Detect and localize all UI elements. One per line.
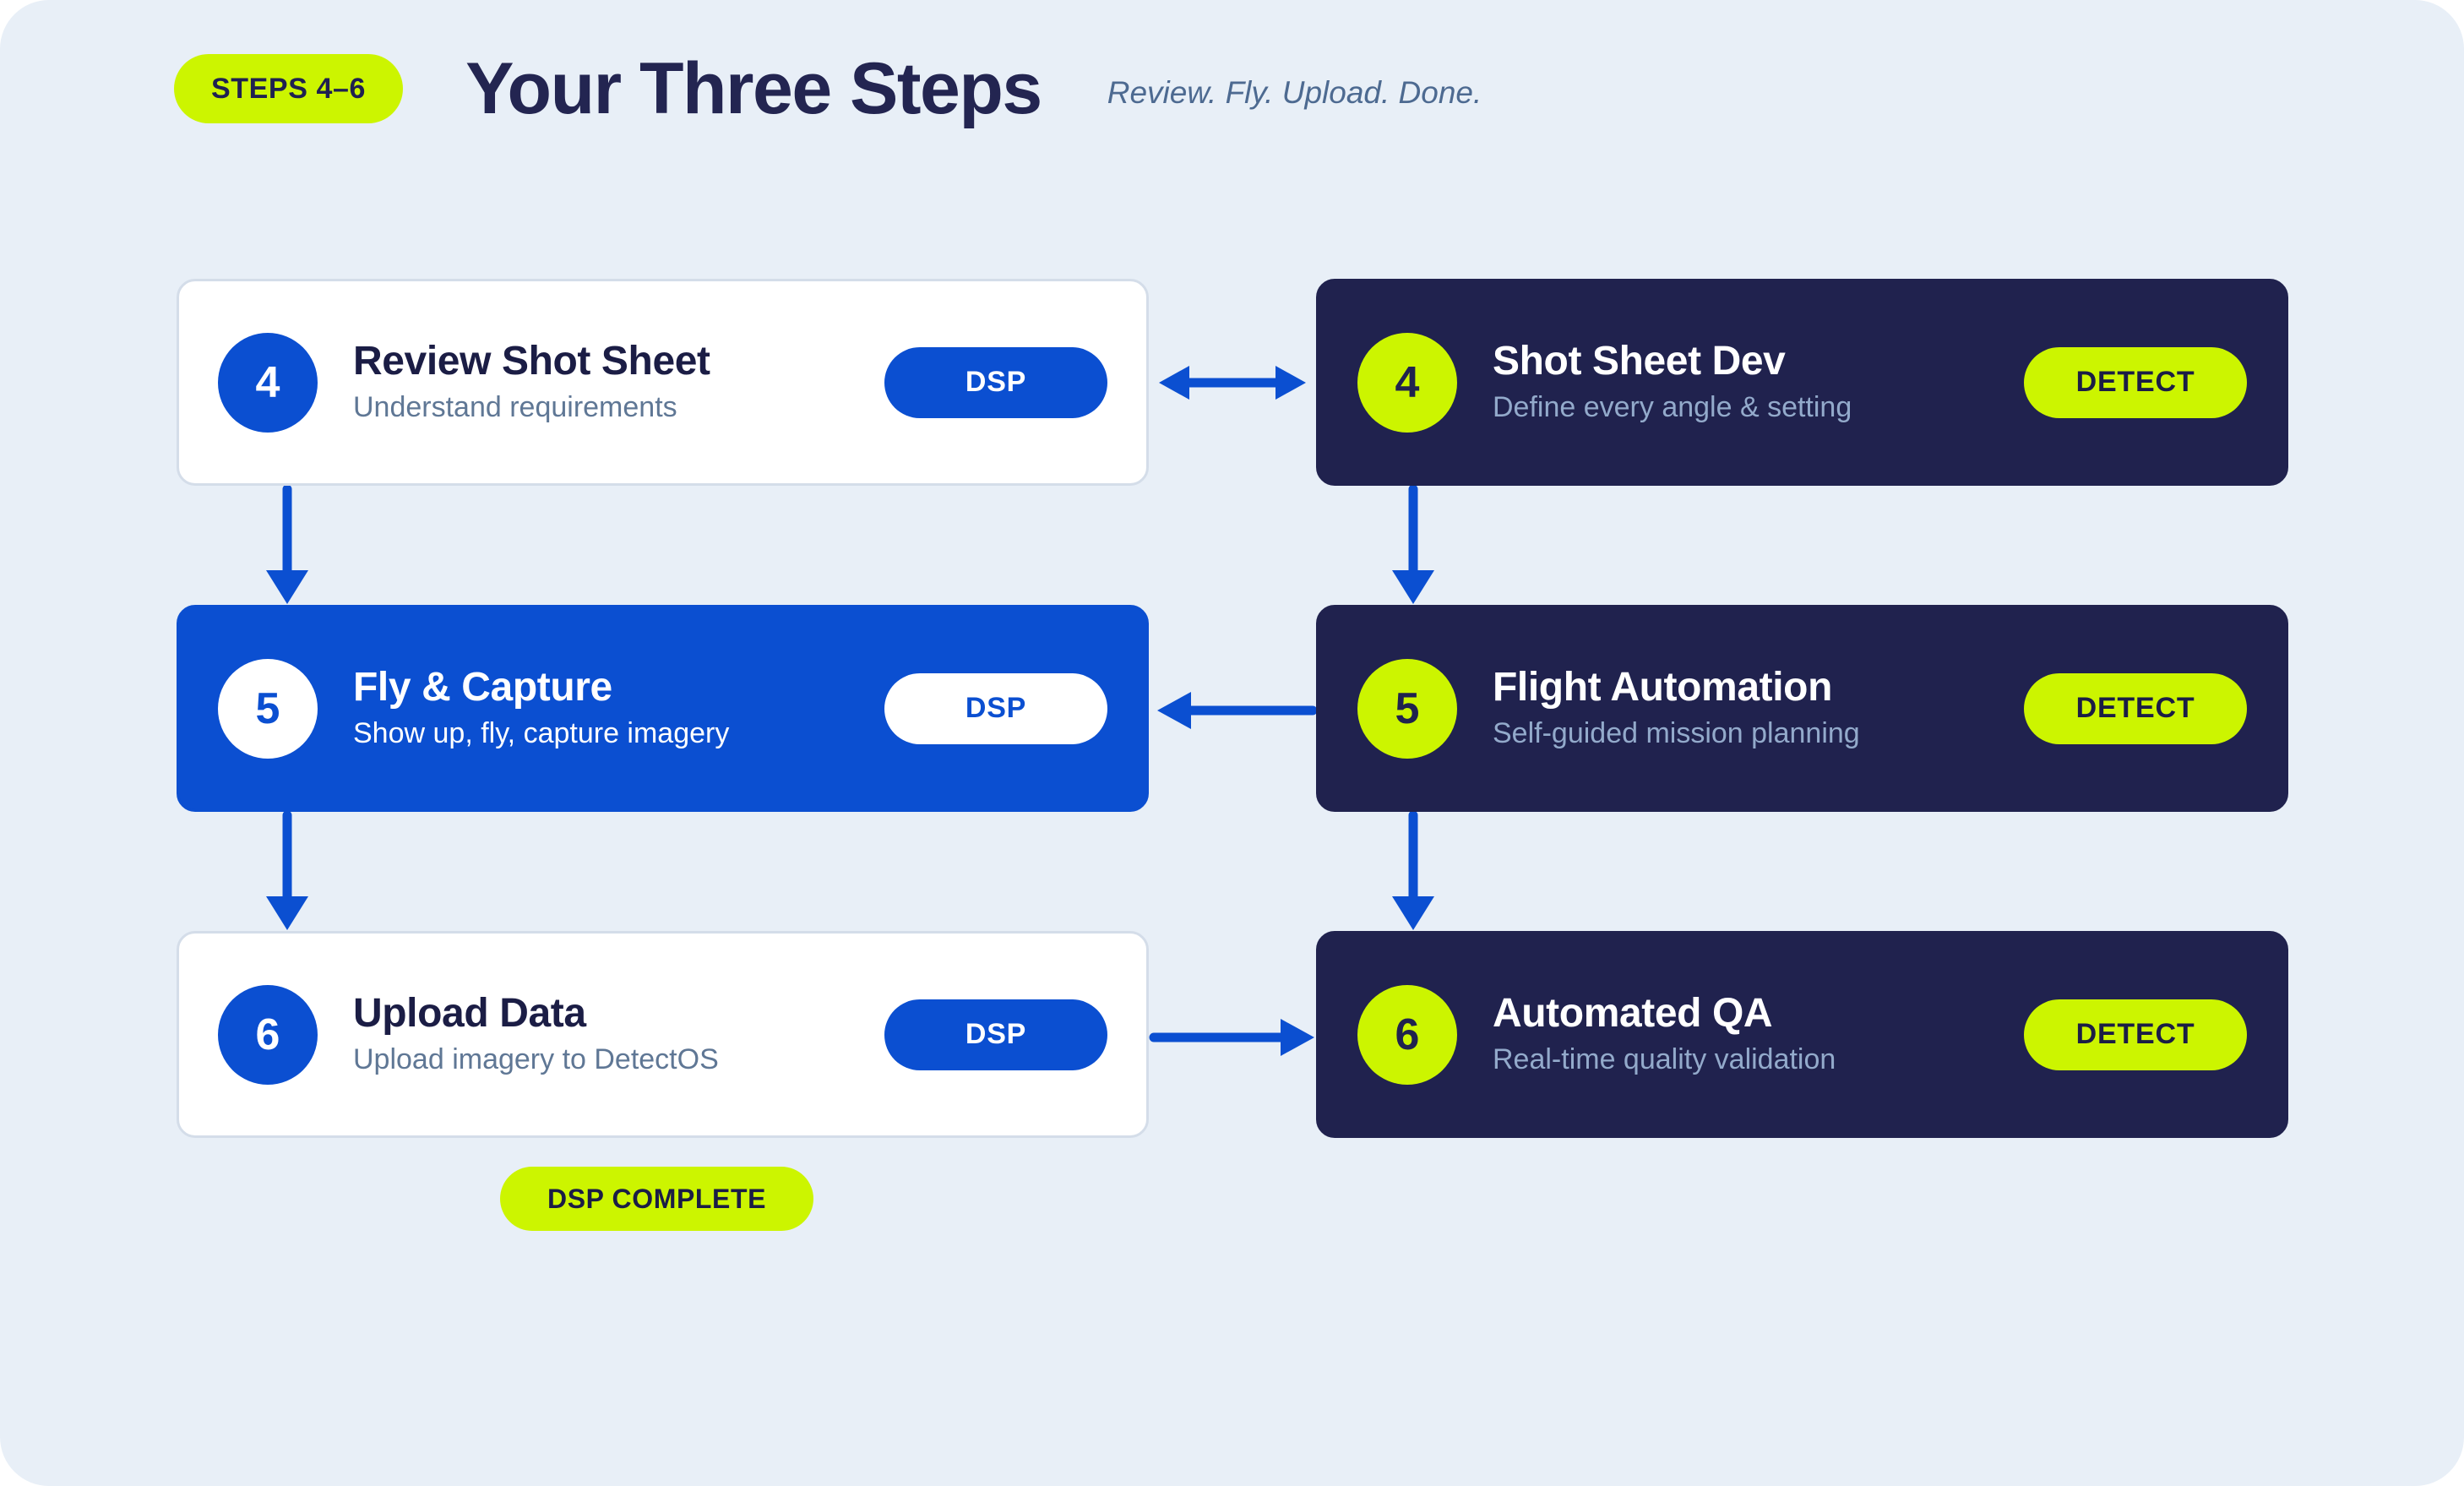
card-tag-dsp[interactable]: DSP [884,672,1107,744]
connector-arrow-down-left-4-to-5 [266,486,308,604]
step-number-badge: 6 [1357,984,1457,1085]
card-subtitle: Upload imagery to DetectOS [353,1043,719,1076]
card-subtitle: Understand requirements [353,391,677,424]
card-text-block: Automated QA Real-time quality validatio… [1493,991,1999,1079]
step-number-badge: 6 [218,984,318,1085]
card-title: Fly & Capture [353,664,612,710]
step-number-badge: 5 [218,658,318,759]
steps-range-badge: STEPS 4–6 [174,54,404,123]
card-detect-step-6[interactable]: 6 Automated QA Real-time quality validat… [1316,931,2288,1138]
card-subtitle: Show up, fly, capture imagery [353,717,730,750]
card-title: Automated QA [1493,990,1773,1036]
card-detect-step-5[interactable]: 5 Flight Automation Self-guided mission … [1316,605,2288,812]
connector-arrow-right-row3 [1149,1019,1314,1056]
card-subtitle: Self-guided mission planning [1493,717,1860,750]
card-text-block: Upload Data Upload imagery to DetectOS [353,991,859,1079]
card-subtitle: Real-time quality validation [1493,1043,1836,1076]
card-tag-detect[interactable]: DETECT [2024,672,2247,744]
step-number-badge: 4 [218,332,318,433]
card-title: Shot Sheet Dev [1493,338,1786,384]
page-subtitle: Review. Fly. Upload. Done. [1107,75,1482,110]
card-subtitle: Define every angle & setting [1493,391,1852,424]
card-title: Flight Automation [1493,664,1832,710]
card-title: Review Shot Sheet [353,338,710,384]
step-number-badge: 5 [1357,658,1457,759]
dsp-complete-badge: DSP COMPLETE [500,1167,814,1231]
card-detect-step-4[interactable]: 4 Shot Sheet Dev Define every angle & se… [1316,279,2288,486]
card-tag-detect[interactable]: DETECT [2024,999,2247,1070]
connector-arrow-down-right-5-to-6 [1392,812,1434,930]
card-dsp-step-4[interactable]: 4 Review Shot Sheet Understand requireme… [177,279,1149,486]
connector-arrow-left-row2 [1157,692,1316,729]
card-dsp-step-6[interactable]: 6 Upload Data Upload imagery to DetectOS… [177,931,1149,1138]
card-text-block: Fly & Capture Show up, fly, capture imag… [353,665,859,753]
card-tag-detect[interactable]: DETECT [2024,346,2247,418]
card-tag-dsp[interactable]: DSP [884,346,1107,418]
card-title: Upload Data [353,990,586,1036]
connector-arrow-down-right-4-to-5 [1392,486,1434,604]
card-text-block: Flight Automation Self-guided mission pl… [1493,665,1999,753]
connector-arrow-down-left-5-to-6 [266,812,308,930]
step-number-badge: 4 [1357,332,1457,433]
card-tag-dsp[interactable]: DSP [884,999,1107,1070]
card-text-block: Review Shot Sheet Understand requirement… [353,339,859,427]
card-dsp-step-5[interactable]: 5 Fly & Capture Show up, fly, capture im… [177,605,1149,812]
connector-arrow-bidirectional-row1 [1159,366,1306,400]
page-header: STEPS 4–6 Your Three Steps Review. Fly. … [174,52,1482,125]
card-text-block: Shot Sheet Dev Define every angle & sett… [1493,339,1999,427]
page-title: Your Three Steps [465,48,1042,129]
